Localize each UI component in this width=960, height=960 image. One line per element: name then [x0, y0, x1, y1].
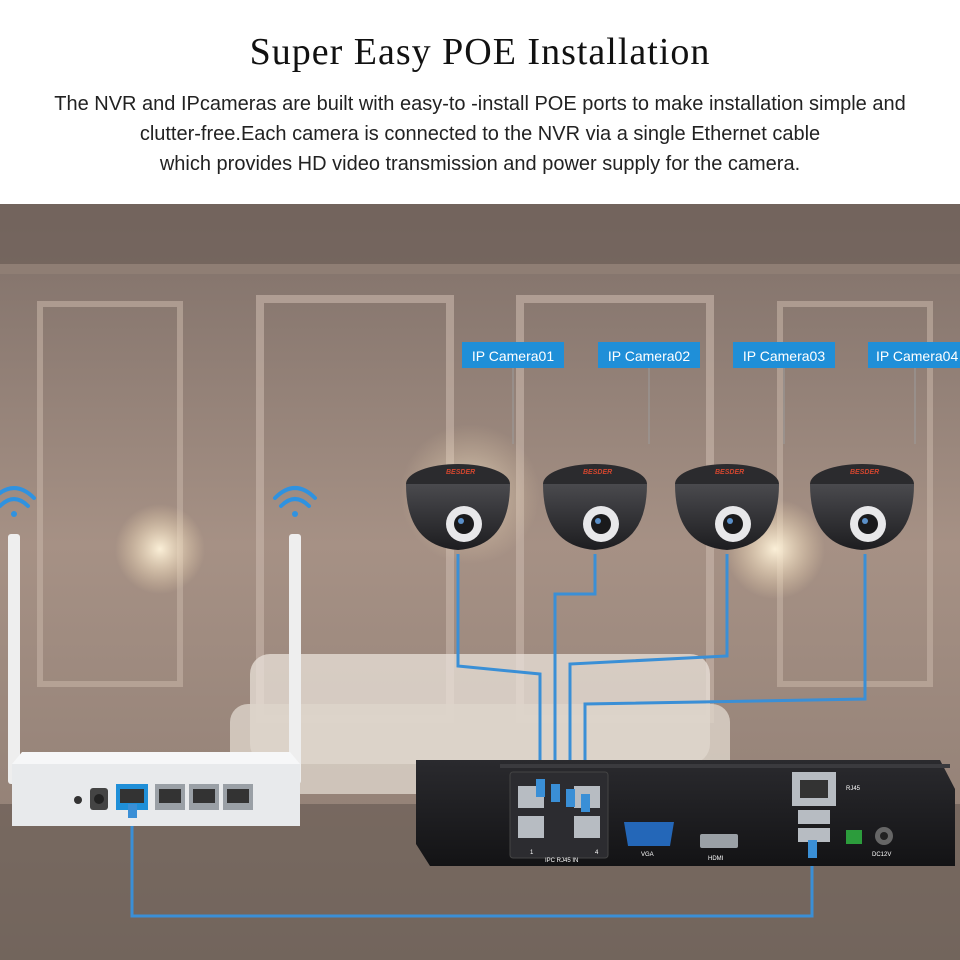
nvr-recorder: 1 4 IPC RJ45 IN VGA HDMI RJ45 DC12V: [416, 760, 955, 866]
camera-label-1: IP Camera01: [462, 342, 564, 368]
wifi-signal-icon: [0, 486, 36, 517]
vga-label: VGA: [641, 852, 654, 858]
installation-scene: IP Camera01 IP Camera02 IP Camera03 IP C…: [0, 204, 960, 960]
dome-camera-2: BESDER: [543, 464, 647, 550]
poe-port-number: 1: [530, 850, 534, 856]
wall-panel: [777, 301, 933, 687]
camera-lens: [454, 514, 474, 534]
description-line-1: The NVR and IPcameras are built with eas…: [54, 93, 906, 115]
ethernet-cables: [130, 554, 867, 918]
wifi-signal-icon: [273, 486, 317, 517]
ethernet-plug: [566, 789, 575, 807]
ethernet-plug: [581, 794, 590, 812]
router-antenna-left: [8, 534, 20, 784]
camera-brand-label: BESDER: [715, 469, 744, 476]
ethernet-plug: [128, 804, 137, 818]
router-reset-button: [74, 796, 82, 804]
dc-label: DC12V: [872, 852, 891, 858]
cable-camera-3: [568, 554, 729, 789]
ceiling: [0, 204, 960, 274]
cable-camera-2: [553, 554, 597, 784]
camera-label-text: IP Camera04: [876, 348, 958, 364]
usb-port: [798, 828, 830, 842]
camera-label-text: IP Camera03: [743, 348, 825, 364]
ethernet-plug: [551, 784, 560, 802]
ethernet-plug: [808, 840, 817, 858]
cable-camera-1: [456, 554, 542, 779]
description-line-3: which provides HD video transmission and…: [159, 153, 801, 175]
wifi-router: [0, 486, 317, 826]
camera-label-3: IP Camera03: [733, 342, 835, 368]
camera-brand-label: BESDER: [850, 469, 879, 476]
wall-panel: [37, 301, 183, 687]
camera-label-2: IP Camera02: [598, 342, 700, 368]
dome-camera-3: BESDER: [675, 464, 779, 550]
vga-port: [624, 822, 674, 846]
camera-brand-label: BESDER: [446, 469, 475, 476]
camera-lens: [858, 514, 878, 534]
usb-port: [798, 810, 830, 824]
power-terminal: [846, 830, 862, 844]
camera-lens: [723, 514, 743, 534]
camera-label-text: IP Camera02: [608, 348, 690, 364]
camera-brand-label: BESDER: [583, 469, 612, 476]
lamp-glow: [115, 504, 205, 594]
cable-camera-4: [583, 554, 867, 794]
ethernet-plug: [536, 779, 545, 797]
page-title: Super Easy POE Installation: [249, 31, 711, 73]
rj45-label: RJ45: [846, 786, 861, 792]
description-line-2: clutter-free.Each camera is connected to…: [139, 123, 821, 145]
header: Super Easy POE Installation The NVR and …: [0, 0, 960, 204]
installation-diagram: IP Camera01 IP Camera02 IP Camera03 IP C…: [0, 204, 960, 960]
camera-label-4: IP Camera04: [868, 342, 960, 368]
poe-port-number: 4: [595, 850, 599, 856]
dome-camera-4: BESDER: [810, 464, 914, 550]
hdmi-port: [700, 834, 738, 848]
nvr-body: [416, 760, 955, 866]
dome-camera-1: BESDER: [406, 464, 510, 550]
router-antenna-right: [289, 534, 301, 784]
ceiling-molding: [0, 264, 960, 274]
camera-lens: [591, 514, 611, 534]
cable-router-nvr: [130, 814, 814, 918]
camera-label-text: IP Camera01: [472, 348, 554, 364]
poe-block-label: IPC RJ45 IN: [545, 858, 578, 864]
hdmi-label: HDMI: [708, 856, 724, 862]
